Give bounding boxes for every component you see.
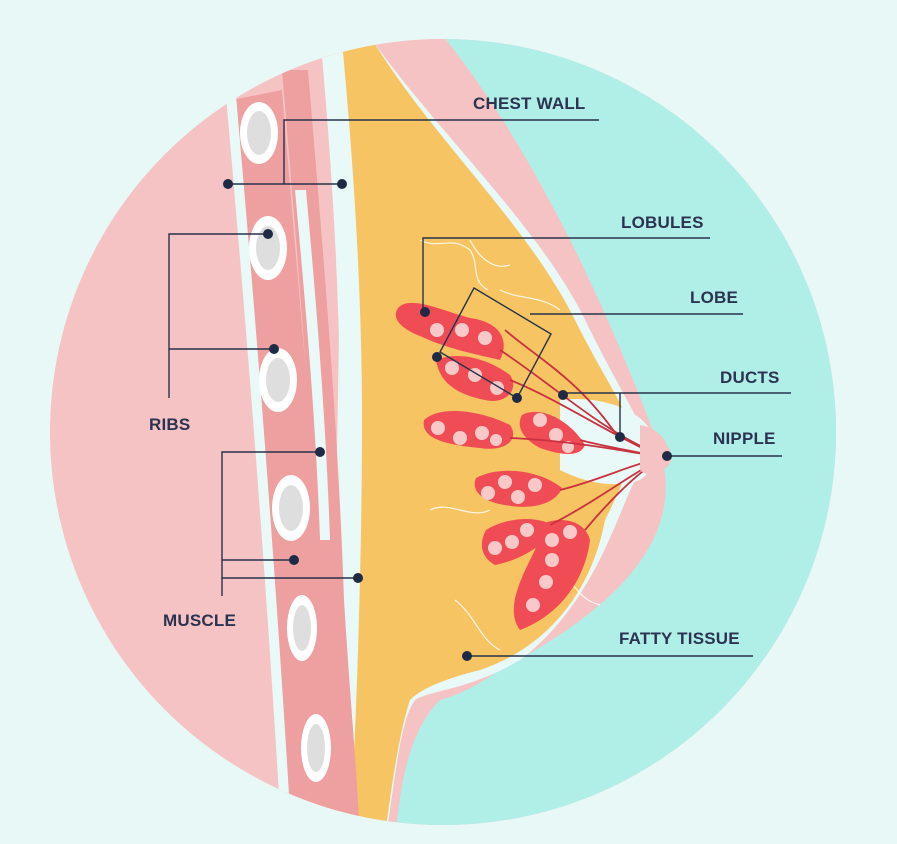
chest-wall-layer — [317, 39, 362, 825]
rib-column-edge — [226, 96, 292, 825]
label-nipple: NIPPLE — [713, 429, 776, 448]
ribs-leader-top — [168, 233, 274, 350]
rib-marrow — [247, 111, 271, 155]
rib-marrow — [279, 485, 303, 531]
marker-dot — [462, 651, 472, 661]
muscle-leader — [221, 451, 358, 579]
lobe — [395, 302, 504, 360]
marker-dot — [558, 390, 568, 400]
marker-dot — [289, 555, 299, 565]
label-fatty-tissue: FATTY TISSUE — [619, 629, 740, 648]
marker-dot — [353, 573, 363, 583]
marker-dot — [662, 451, 672, 461]
marker-dot — [269, 344, 279, 354]
lobes-group — [395, 302, 590, 630]
marker-dot — [432, 352, 442, 362]
ribs-group — [240, 102, 331, 782]
lobe — [436, 355, 514, 401]
marker-dot — [337, 179, 347, 189]
rib-column — [232, 90, 340, 825]
rib-marrow — [256, 226, 280, 270]
marker-dot — [263, 229, 273, 239]
label-ribs: RIBS — [149, 415, 190, 434]
rib-marrow — [307, 724, 325, 772]
label-lobules: LOBULES — [621, 213, 704, 232]
lobules-leader — [422, 237, 710, 312]
lobe — [423, 410, 514, 449]
lobe — [474, 470, 562, 507]
lobe — [513, 520, 590, 630]
marker-dot — [315, 447, 325, 457]
rib-marrow — [266, 358, 290, 402]
marker-dot — [615, 432, 625, 442]
marker-dot — [420, 307, 430, 317]
lobe — [481, 518, 552, 565]
marker-dot — [223, 179, 233, 189]
ducts-area — [560, 399, 656, 485]
marker-dot — [512, 393, 522, 403]
chest-wall-leader — [283, 119, 599, 184]
nipple-shape — [640, 425, 669, 475]
label-muscle: MUSCLE — [163, 611, 236, 630]
label-ducts: DUCTS — [720, 368, 780, 387]
label-lobe: LOBE — [690, 288, 738, 307]
marker-dots — [223, 179, 672, 661]
rib-marrow — [293, 605, 311, 651]
label-chest-wall: CHEST WALL — [473, 94, 586, 113]
